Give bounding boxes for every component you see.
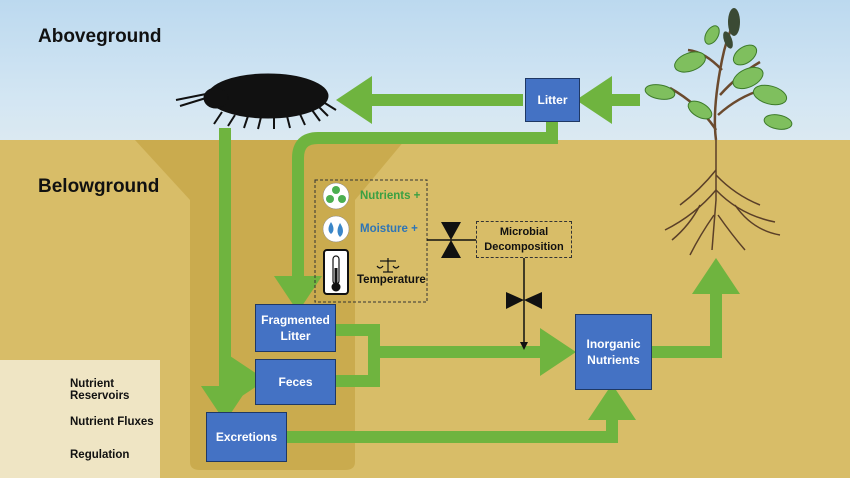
flux-fragmented-to-inorganic bbox=[336, 324, 576, 376]
inorganic-nutrients-box: Inorganic Nutrients bbox=[575, 314, 652, 390]
moisture-icon bbox=[322, 215, 350, 243]
temperature-factor-label: Temperature bbox=[357, 274, 426, 286]
legend-reservoirs-label: Nutrient Reservoirs bbox=[70, 378, 130, 402]
microbial-arrowhead bbox=[520, 342, 528, 350]
flux-inorganic-to-plant bbox=[652, 258, 740, 358]
nutrients-icon bbox=[322, 182, 350, 210]
litter-box: Litter bbox=[525, 78, 580, 122]
factors-box bbox=[314, 179, 428, 303]
regulation-bowtie-microbial bbox=[506, 292, 542, 309]
moisture-factor-label: Moisture + bbox=[360, 223, 418, 235]
flux-excretions-to-inorganic bbox=[287, 384, 636, 443]
plant-illustration bbox=[644, 8, 793, 256]
legend: Nutrient Reservoirs Nutrient Fluxes Regu… bbox=[0, 360, 160, 478]
legend-fluxes-label: Nutrient Fluxes bbox=[70, 416, 154, 428]
legend-regulation-label: Regulation bbox=[70, 449, 130, 461]
balance-scale-icon bbox=[376, 258, 400, 273]
thermometer-icon bbox=[323, 249, 349, 295]
fragmented-litter-box: Fragmented Litter bbox=[255, 304, 336, 352]
flux-feces-to-inorganic bbox=[336, 352, 380, 387]
belowground-label: Belowground bbox=[38, 176, 160, 197]
microbial-decomposition-box: Microbial Decomposition bbox=[476, 221, 572, 258]
nutrients-factor-label: Nutrients + bbox=[360, 190, 421, 202]
aboveground-label: Aboveground bbox=[38, 26, 162, 47]
regulation-bowtie-factors bbox=[441, 222, 461, 258]
feces-box: Feces bbox=[255, 359, 336, 405]
isopod-silhouette bbox=[175, 73, 337, 130]
flux-litter-to-fragmented bbox=[274, 122, 558, 312]
excretions-box: Excretions bbox=[206, 412, 287, 462]
